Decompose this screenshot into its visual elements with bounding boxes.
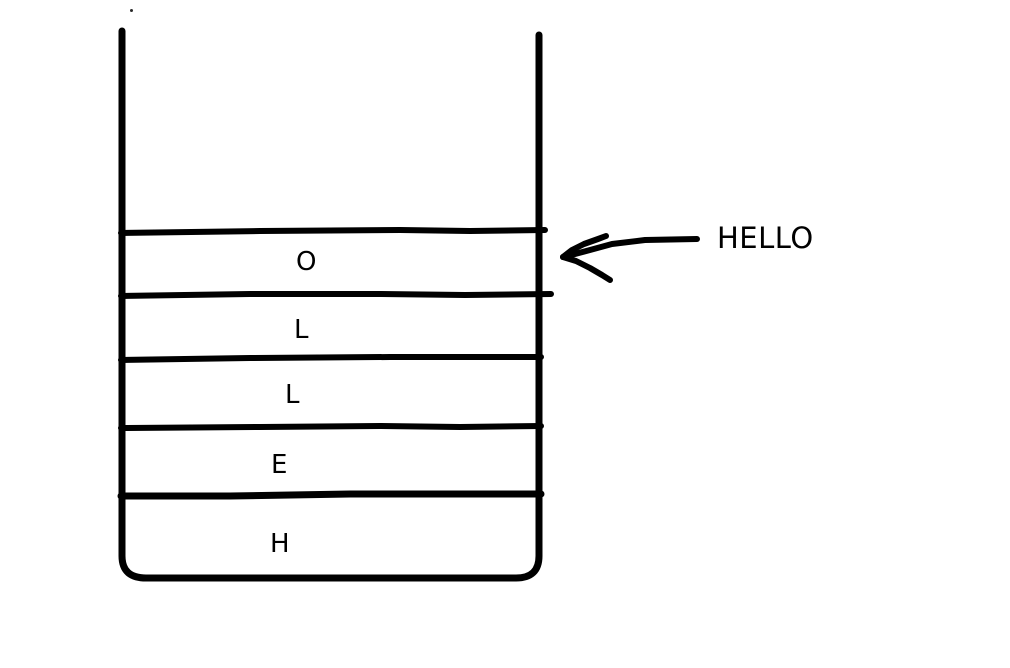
arrow-barb-upper xyxy=(560,233,609,260)
cell-divider-l-e xyxy=(118,422,544,431)
stack-cell-label-bottom: H xyxy=(270,529,290,559)
arrow-barb-lower xyxy=(560,254,613,283)
stack-cell-label-3: L xyxy=(285,380,300,410)
cell-divider-o-top xyxy=(118,226,548,236)
cell-divider-o-l xyxy=(118,291,554,299)
stack-cell-label-2: E xyxy=(271,450,288,480)
arrow-shaft xyxy=(560,236,700,260)
stack-cell-label-4: L xyxy=(294,315,309,345)
stack-container-outline xyxy=(118,27,543,582)
stack-cell-label-top: O xyxy=(296,247,317,277)
cell-divider-e-h xyxy=(117,490,545,500)
cell-divider-l-l xyxy=(118,354,544,363)
annotation-label-hello: HELLO xyxy=(717,221,814,255)
ink-speck xyxy=(130,9,133,12)
